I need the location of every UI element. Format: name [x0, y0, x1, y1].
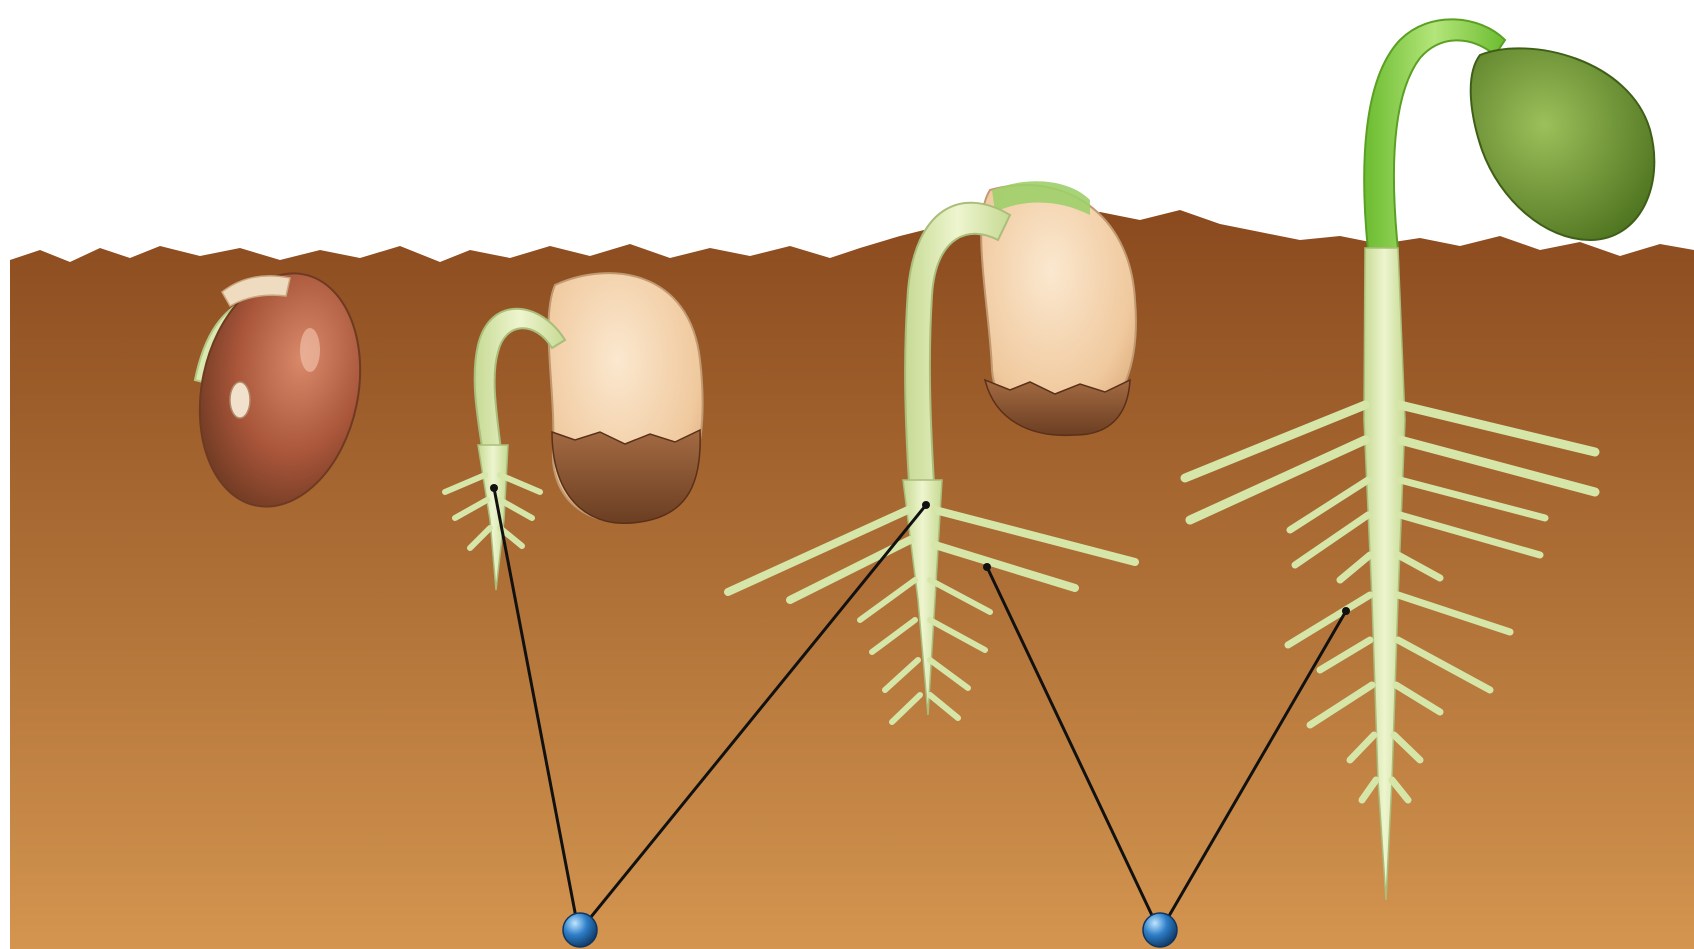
seed-stage-1-highlight [300, 328, 320, 372]
seed-stage-1-hilum [230, 382, 250, 418]
label-pin-1[interactable] [563, 913, 597, 947]
label-pin-2[interactable] [1143, 913, 1177, 947]
